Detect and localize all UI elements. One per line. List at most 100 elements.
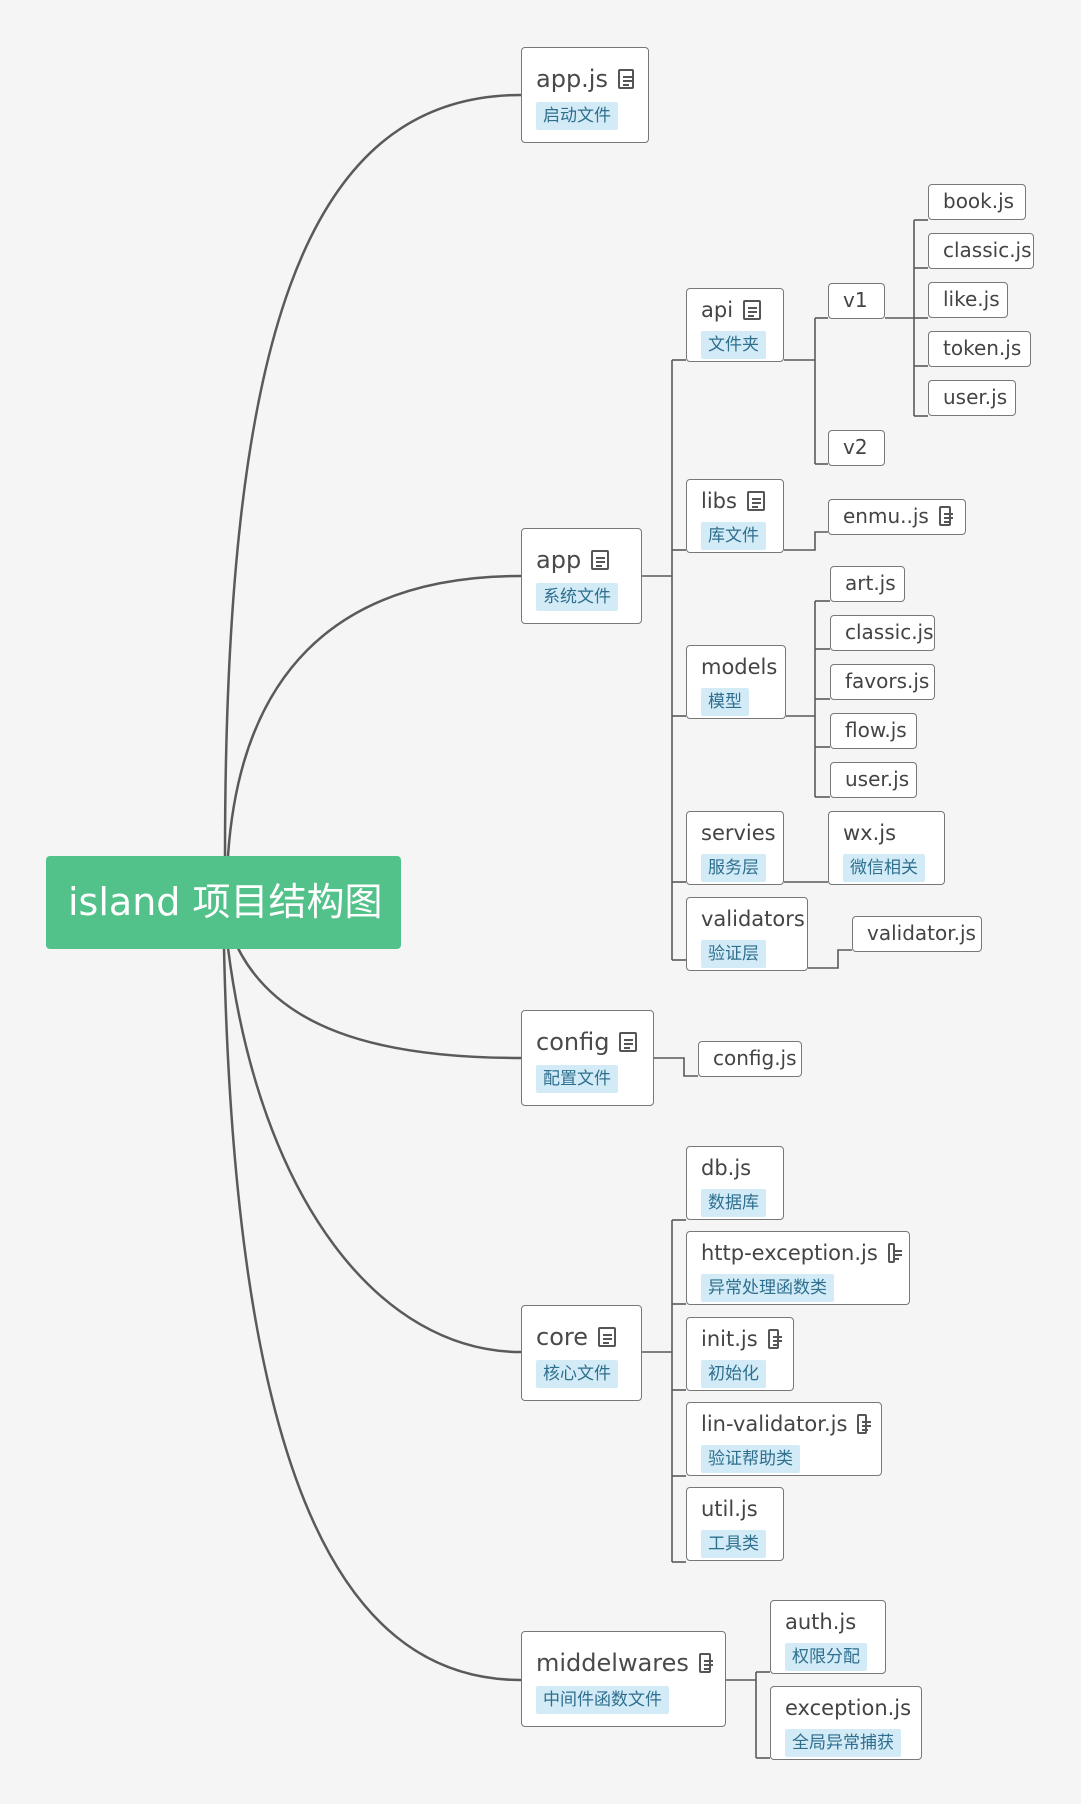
node-classicjs[interactable]: classic.js [928,233,1034,269]
node-models-title: models [701,655,778,679]
node-utiljs-tag: 工具类 [701,1530,766,1558]
node-tokenjs-title: token.js [943,336,1022,360]
node-dbjs[interactable]: db.js 数据库 [686,1146,784,1220]
note-icon[interactable] [617,69,634,89]
node-favorsjs[interactable]: favors.js [830,664,935,700]
note-icon[interactable] [591,550,610,570]
node-artjs[interactable]: art.js [830,566,905,602]
node-v2[interactable]: v2 [828,430,885,466]
node-initjs-tag: 初始化 [701,1360,766,1388]
node-models-userjs[interactable]: user.js [830,762,917,798]
node-likejs[interactable]: like.js [928,282,1008,318]
node-validators-title: validators [701,907,805,931]
node-http-exception-tag: 异常处理函数类 [701,1274,834,1302]
node-validatorjs-title: validator.js [867,921,976,945]
note-icon[interactable] [698,1653,714,1673]
node-exceptionjs[interactable]: exception.js 全局异常捕获 [770,1686,922,1760]
node-libs-tag: 库文件 [701,522,766,550]
node-validators-tag: 验证层 [701,940,766,968]
note-icon[interactable] [743,300,762,320]
note-icon[interactable] [619,1032,638,1052]
node-models[interactable]: models 模型 [686,645,786,719]
node-middelwares-tag: 中间件函数文件 [536,1686,669,1714]
node-lin-validator-title: lin-validator.js [701,1412,848,1436]
node-enmujs[interactable]: enmu..js [828,499,966,535]
node-servies-tag: 服务层 [701,854,766,882]
node-models-tag: 模型 [701,688,749,716]
node-core[interactable]: core 核心文件 [521,1305,642,1401]
node-bookjs-title: book.js [943,189,1015,213]
node-api[interactable]: api 文件夹 [686,288,784,362]
node-userjs-title: user.js [943,385,1008,409]
node-validatorjs[interactable]: validator.js [852,916,982,952]
node-wxjs-title: wx.js [843,821,897,845]
node-artjs-title: art.js [845,571,896,595]
node-servies-title: servies [701,821,776,845]
node-appjs-title: app.js [536,65,608,93]
node-lin-validator-tag: 验证帮助类 [701,1445,800,1473]
node-flowjs-title: flow.js [845,718,907,742]
node-libs-title: libs [701,489,737,513]
node-v2-title: v2 [843,435,868,459]
node-middelwares[interactable]: middelwares 中间件函数文件 [521,1631,726,1727]
node-wxjs-tag: 微信相关 [843,854,925,882]
node-app[interactable]: app 系统文件 [521,528,642,624]
node-configjs-title: config.js [713,1046,797,1070]
node-servies[interactable]: servies 服务层 [686,811,784,885]
node-http-exception[interactable]: http-exception.js 异常处理函数类 [686,1231,910,1305]
note-icon[interactable] [597,1327,616,1347]
node-validators[interactable]: validators 验证层 [686,897,808,971]
node-models-classicjs-title: classic.js [845,620,934,644]
node-models-classicjs[interactable]: classic.js [830,615,935,651]
node-v1[interactable]: v1 [828,283,885,319]
node-libs[interactable]: libs 库文件 [686,479,784,553]
node-dbjs-tag: 数据库 [701,1189,766,1217]
node-authjs-title: auth.js [785,1610,857,1634]
node-middelwares-title: middelwares [536,1649,689,1677]
node-http-exception-title: http-exception.js [701,1241,878,1265]
note-icon[interactable] [857,1414,871,1434]
node-v1-title: v1 [843,288,868,312]
node-userjs[interactable]: user.js [928,380,1016,416]
node-authjs-tag: 权限分配 [785,1643,867,1671]
node-tokenjs[interactable]: token.js [928,331,1031,367]
node-app-tag: 系统文件 [536,583,618,611]
root-title: island 项目结构图 [68,880,383,924]
node-appjs-tag: 启动文件 [536,102,618,130]
node-classicjs-title: classic.js [943,238,1032,262]
node-bookjs[interactable]: book.js [928,184,1026,220]
node-initjs-title: init.js [701,1327,758,1351]
node-core-title: core [536,1323,588,1351]
node-config-title: config [536,1028,610,1056]
node-exceptionjs-tag: 全局异常捕获 [785,1729,901,1757]
node-models-userjs-title: user.js [845,767,910,791]
node-initjs[interactable]: init.js 初始化 [686,1317,794,1391]
note-icon[interactable] [938,506,954,526]
node-config[interactable]: config 配置文件 [521,1010,654,1106]
link-root-core [226,947,522,1354]
node-enmujs-title: enmu..js [843,504,929,528]
node-configjs[interactable]: config.js [698,1041,802,1077]
link-root-config [230,934,522,1060]
node-appjs[interactable]: app.js 启动文件 [521,47,649,143]
node-exceptionjs-title: exception.js [785,1696,912,1720]
node-utiljs-title: util.js [701,1497,758,1521]
node-favorsjs-title: favors.js [845,669,930,693]
node-dbjs-title: db.js [701,1156,752,1180]
node-app-title: app [536,546,582,574]
node-lin-validator[interactable]: lin-validator.js 验证帮助类 [686,1402,882,1476]
node-utiljs[interactable]: util.js 工具类 [686,1487,784,1561]
node-config-tag: 配置文件 [536,1065,618,1093]
node-flowjs[interactable]: flow.js [830,713,917,749]
node-authjs[interactable]: auth.js 权限分配 [770,1600,886,1674]
node-api-title: api [701,298,734,322]
note-icon[interactable] [746,491,765,511]
root-node[interactable]: island 项目结构图 [46,856,401,949]
note-icon[interactable] [887,1243,903,1263]
node-core-tag: 核心文件 [536,1360,618,1388]
link-root-app [226,574,522,857]
node-wxjs[interactable]: wx.js 微信相关 [828,811,945,885]
note-icon[interactable] [767,1329,783,1349]
link-root-middelwares [222,947,522,1682]
